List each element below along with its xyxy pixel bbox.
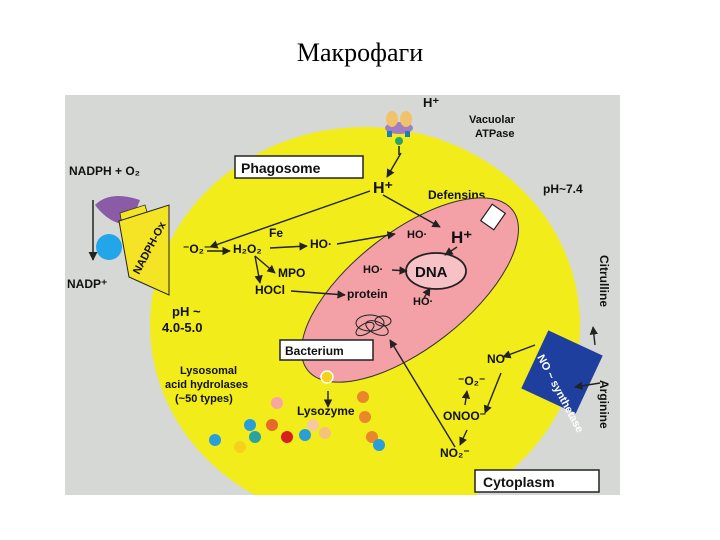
nadp-label: NADP⁺ xyxy=(67,277,107,291)
ho-left-label: HO· xyxy=(363,264,383,276)
vacuolar-atpase-label-2: ATPase xyxy=(475,128,515,140)
h2o2-label: H₂O₂ xyxy=(233,242,262,256)
protein-tangle-icon xyxy=(355,314,392,337)
nadph-oxidase-complex xyxy=(88,196,170,296)
slide-title: Макрофаги xyxy=(296,38,424,67)
protein-label: protein xyxy=(347,287,388,301)
mpo-label: MPO xyxy=(278,266,305,280)
no-label: NO xyxy=(487,352,505,366)
no-synthetase-box xyxy=(521,330,603,414)
superoxide-label: ⁻O₂⁻ xyxy=(183,242,210,256)
fe-label: Fe xyxy=(269,226,283,240)
phagosome-label: Phagosome xyxy=(241,160,321,176)
ph-phagosome-label: pH ~ xyxy=(172,304,201,319)
nadph-o2-label: NADPH + O₂ xyxy=(69,164,140,178)
onoo-label: ONOO⁻ xyxy=(443,409,486,423)
h-plus-phagosome-label: H⁺ xyxy=(373,180,393,197)
reaction-arrows xyxy=(207,152,601,448)
bacterium-label-box xyxy=(279,339,374,361)
h-plus-bacterium-label: H⁺ xyxy=(451,228,472,247)
ph-cytoplasm-label: pH~7.4 xyxy=(543,182,583,196)
vacuolar-atpase-label: Vacuolar xyxy=(469,114,516,126)
lysosomal-label-2: acid hydrolases xyxy=(165,379,248,391)
lysosomal-label: Lysosomal xyxy=(180,365,237,377)
arginine-label: Arginine xyxy=(597,380,611,429)
ph-phagosome-label-2: 4.0-5.0 xyxy=(162,320,202,335)
cytoplasm-label-box xyxy=(474,469,600,493)
cytoplasm-label: Cytoplasm xyxy=(483,474,555,490)
defensin-pore-icon xyxy=(479,203,507,231)
citrulline-label: Citrulline xyxy=(597,255,611,307)
lysosomal-label-3: (~50 types) xyxy=(175,393,233,405)
lysosomal-enzyme-dots xyxy=(209,370,385,453)
no2-label: NO₂⁻ xyxy=(440,446,470,460)
ho-bottom-label: HO· xyxy=(413,296,433,308)
macrophage-diagram: H⁺ Vacuolar ATPase NADPH + O₂ NADPH-Ox N… xyxy=(65,95,620,495)
hocl-label: HOCl xyxy=(255,283,285,297)
bacterium-cell xyxy=(301,197,519,383)
vacuolar-atpase-icon xyxy=(385,111,413,155)
ho-radical-label: HO· xyxy=(310,237,332,251)
ho-bacterium-label: HO· xyxy=(407,229,427,241)
lysozyme-label: Lysozyme xyxy=(297,404,355,418)
superoxide-cyto-label: ⁻O₂⁻ xyxy=(458,374,485,388)
h-plus-top-label: H⁺ xyxy=(423,95,439,110)
bacterium-label: Bacterium xyxy=(285,344,344,358)
phagosome-label-box xyxy=(234,155,364,179)
dna-label: DNA xyxy=(415,264,448,281)
